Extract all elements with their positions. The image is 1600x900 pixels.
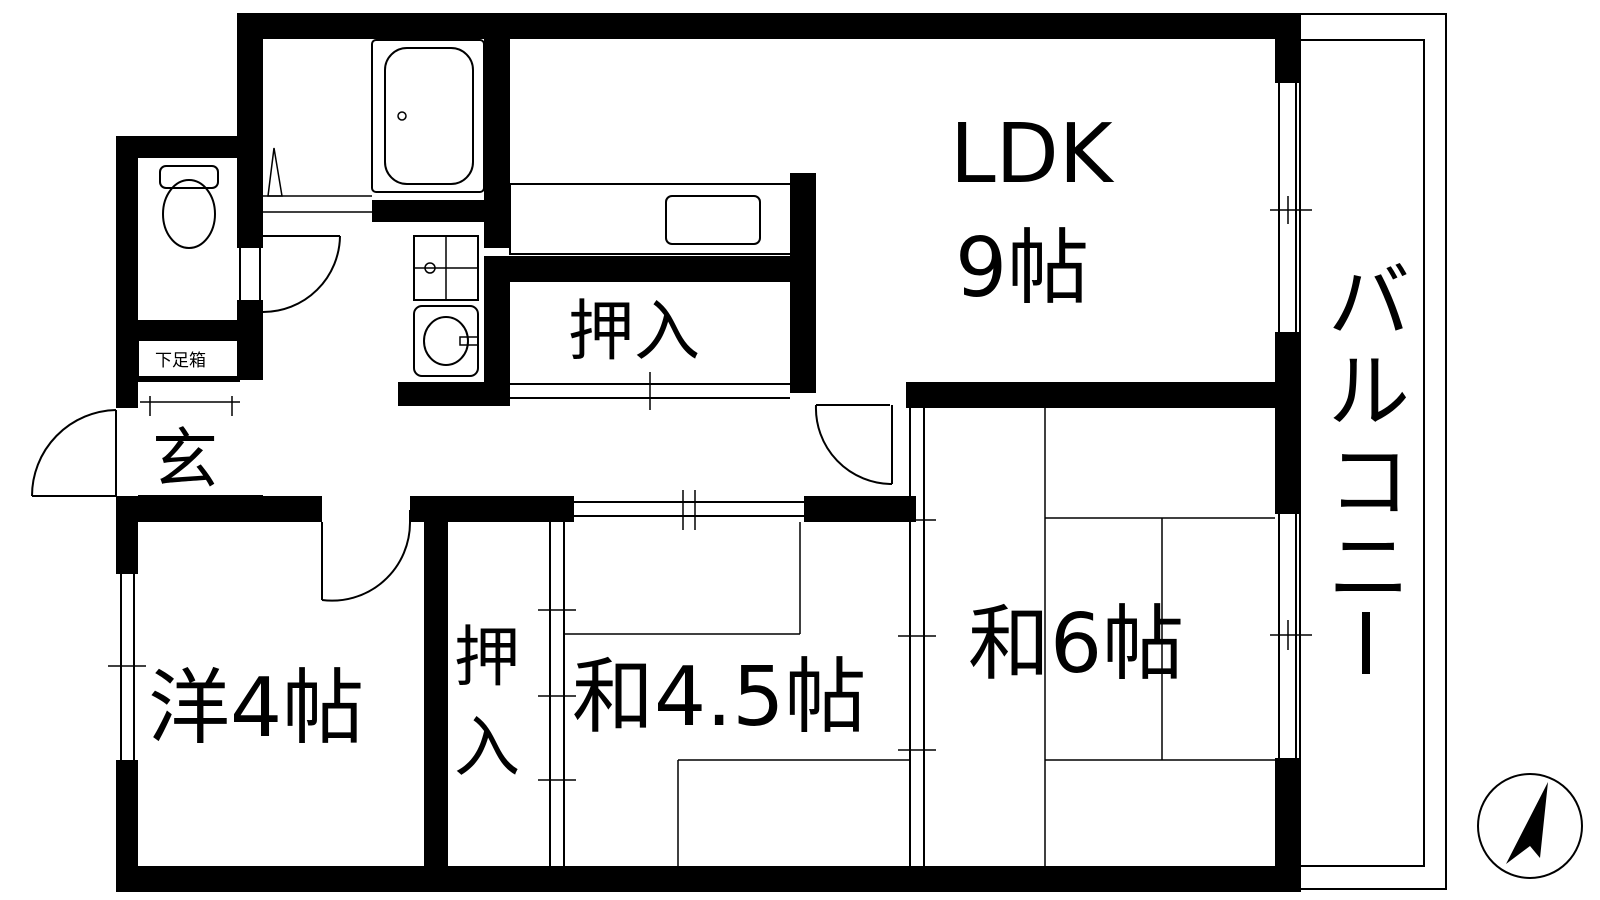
yoshitsu-4-label: 洋4帖 [148, 661, 364, 756]
kitchen-sink-icon [509, 183, 793, 255]
tatami-lines [564, 408, 1275, 866]
oshiire-side-label-1: 押 [454, 619, 520, 696]
balcony-label: バ ル コ ニ [1328, 255, 1410, 674]
washing-machine-icon [413, 235, 479, 301]
doors [31, 147, 893, 602]
toilet-icon [159, 165, 219, 249]
interior-walls [116, 13, 1301, 890]
balcony-char-3: コ [1328, 435, 1410, 530]
balcony-char-4: ニ [1328, 521, 1410, 616]
north-arrow-icon [1477, 773, 1583, 879]
sliding-doors [510, 372, 936, 866]
getabako-label: 下足箱 [155, 351, 206, 371]
ldk-size-label: 9帖 [955, 221, 1089, 316]
oshiire-side-label-2: 入 [454, 709, 520, 786]
oshiire-top-label: 押入 [568, 293, 700, 370]
balcony-char-5-stroke [1362, 612, 1370, 674]
washbasin-icon [413, 305, 479, 377]
room-labels: LDK 9帖 押入 和6帖 和4.5帖 洋4帖 押 入 玄 下足箱 [148, 107, 1184, 786]
bathtub-icon [371, 39, 485, 193]
genkan-label: 玄 [152, 421, 218, 498]
washitsu-45-label: 和4.5帖 [572, 650, 866, 745]
windows [108, 83, 1312, 760]
washitsu-6-label: 和6帖 [968, 597, 1184, 692]
balcony-char-1: バ [1328, 255, 1410, 350]
ldk-label: LDK [950, 107, 1115, 202]
balcony-char-2: ル [1328, 345, 1410, 440]
getabako-box [137, 339, 263, 497]
